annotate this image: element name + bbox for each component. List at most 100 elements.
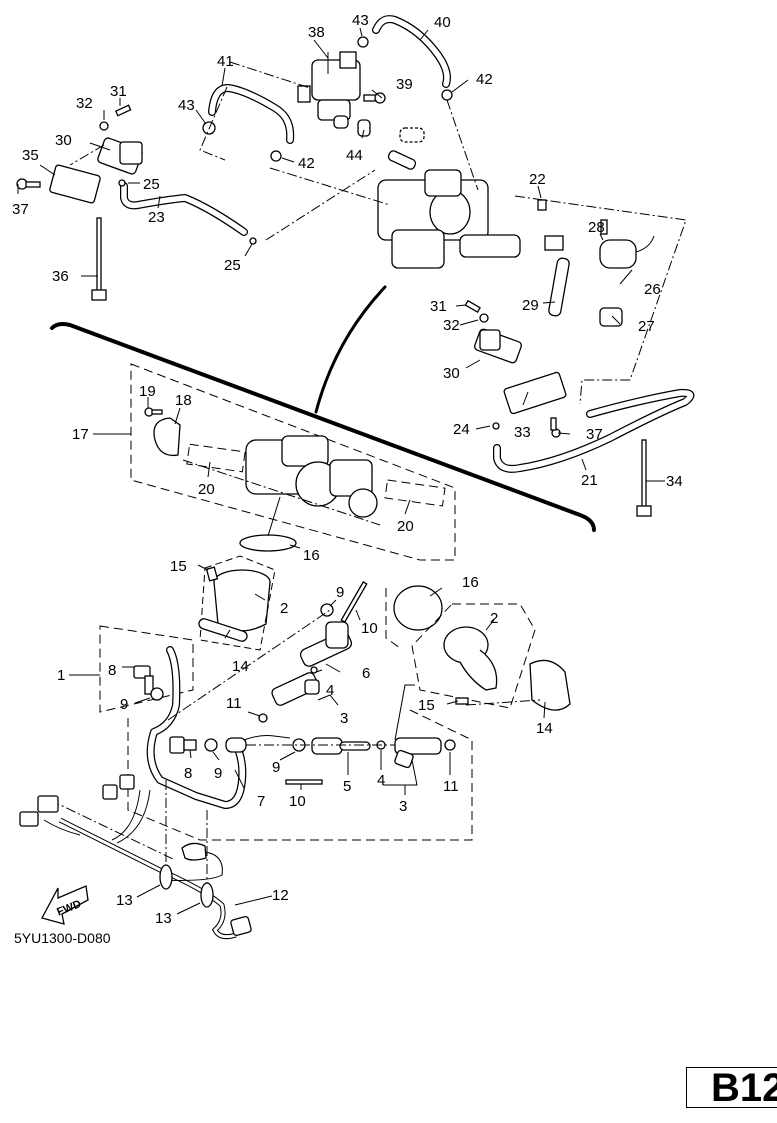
fuel-line bbox=[243, 735, 291, 741]
clamp-42-left bbox=[270, 150, 282, 162]
callout-37: 37 bbox=[12, 201, 29, 218]
washer-9-lower-a bbox=[204, 738, 218, 752]
clip-22 bbox=[537, 199, 547, 211]
callout-34: 34 bbox=[666, 473, 683, 490]
washer-9-left bbox=[150, 687, 164, 701]
bracket-30-left bbox=[97, 137, 143, 175]
clamp-16-right bbox=[393, 585, 443, 631]
fuel-rail-5 bbox=[311, 737, 371, 755]
clamp-44 bbox=[357, 119, 371, 137]
bolt-37-right bbox=[550, 417, 561, 438]
callout-32: 32 bbox=[76, 95, 93, 112]
clamp-42-right bbox=[441, 89, 453, 101]
sensor-18 bbox=[153, 417, 181, 457]
callout-44: 44 bbox=[346, 147, 363, 164]
callout-9: 9 bbox=[120, 696, 128, 713]
callout-9: 9 bbox=[214, 765, 222, 782]
callout-4: 4 bbox=[377, 772, 385, 789]
callout-15: 15 bbox=[170, 558, 187, 575]
washer-11-upper bbox=[258, 713, 268, 723]
hose-nipple bbox=[225, 737, 247, 753]
figure-code: 5YU1300-D080 bbox=[14, 930, 111, 946]
spring-kit-20-right bbox=[384, 479, 446, 507]
callout-23: 23 bbox=[148, 209, 165, 226]
callout-5: 5 bbox=[343, 778, 351, 795]
page-badge-label: B12 bbox=[711, 1066, 777, 1110]
callout-31: 31 bbox=[110, 83, 127, 100]
bracket-35 bbox=[49, 164, 101, 204]
clamp-13-lower bbox=[200, 882, 214, 908]
ref-line bbox=[229, 61, 311, 89]
ref-line bbox=[167, 609, 331, 721]
callout-2: 2 bbox=[490, 610, 498, 627]
screw-15-right bbox=[455, 697, 469, 705]
callout-43: 43 bbox=[178, 97, 195, 114]
callout-25: 25 bbox=[224, 257, 241, 274]
callout-40: 40 bbox=[434, 14, 451, 31]
callout-17: 17 bbox=[72, 426, 89, 443]
callout-25: 25 bbox=[143, 176, 160, 193]
callout-28: 28 bbox=[588, 219, 605, 236]
injector-3-lower bbox=[394, 737, 442, 769]
clamp-13-upper bbox=[159, 864, 173, 890]
hose-40 bbox=[372, 15, 451, 88]
assembly-17-box bbox=[130, 363, 456, 561]
callout-16: 16 bbox=[462, 574, 479, 591]
callout-39: 39 bbox=[396, 76, 413, 93]
union-bolt-8-upper bbox=[133, 665, 154, 695]
callout-9: 9 bbox=[336, 584, 344, 601]
callout-9: 9 bbox=[272, 759, 280, 776]
hose-joint bbox=[399, 127, 425, 143]
callout-31: 31 bbox=[430, 298, 447, 315]
bolt-31-left bbox=[114, 104, 132, 117]
throttle-body-lower bbox=[245, 435, 378, 518]
bolt-10-upper bbox=[340, 581, 368, 623]
screw-19 bbox=[144, 407, 163, 417]
callout-26: 26 bbox=[644, 281, 661, 298]
callout-13: 13 bbox=[116, 892, 133, 909]
washer-32-right bbox=[479, 313, 489, 323]
callout-42: 42 bbox=[476, 71, 493, 88]
callout-10: 10 bbox=[361, 620, 378, 637]
page-badge: B12 bbox=[686, 1066, 777, 1110]
gasket-14-right bbox=[529, 659, 571, 711]
ref-line bbox=[49, 799, 176, 861]
bolt-39 bbox=[363, 92, 386, 104]
callout-3: 3 bbox=[340, 710, 348, 727]
callout-27: 27 bbox=[638, 318, 655, 335]
callout-30: 30 bbox=[55, 132, 72, 149]
wire-harness-12 bbox=[19, 774, 252, 940]
callout-33: 33 bbox=[514, 424, 531, 441]
hose-29 bbox=[548, 257, 570, 317]
fuel-hose-box bbox=[127, 709, 473, 841]
callout-35: 35 bbox=[22, 147, 39, 164]
leader-lines bbox=[17, 27, 665, 915]
ref-line bbox=[199, 86, 228, 161]
callout-22: 22 bbox=[529, 171, 546, 188]
callout-42: 42 bbox=[298, 155, 315, 172]
bracket-33 bbox=[503, 371, 567, 415]
bolt-37-left bbox=[16, 178, 41, 190]
section-divider-curve bbox=[50, 322, 596, 532]
ref-line bbox=[69, 144, 105, 166]
intake-joint-2-right bbox=[411, 603, 536, 709]
fwd-arrow-icon: FWD bbox=[41, 885, 89, 925]
cable-tie-36 bbox=[91, 217, 107, 301]
cable-tie-34 bbox=[636, 439, 652, 517]
callout-15: 15 bbox=[418, 697, 435, 714]
gasket-14-left bbox=[198, 618, 248, 642]
callout-12: 12 bbox=[272, 887, 289, 904]
callout-36: 36 bbox=[52, 268, 69, 285]
callout-24: 24 bbox=[453, 421, 470, 438]
callout-29: 29 bbox=[522, 297, 539, 314]
screw-15-left bbox=[205, 566, 219, 582]
throttle-body-upper bbox=[377, 150, 521, 269]
callout-32: 32 bbox=[443, 317, 460, 334]
callout-21: 21 bbox=[581, 472, 598, 489]
washer-11-lower bbox=[444, 739, 456, 751]
callout-20: 20 bbox=[397, 518, 414, 535]
clamp-25-lower bbox=[249, 237, 257, 245]
ref-line bbox=[514, 195, 687, 405]
callout-13: 13 bbox=[155, 910, 172, 927]
hose-41 bbox=[208, 84, 295, 144]
